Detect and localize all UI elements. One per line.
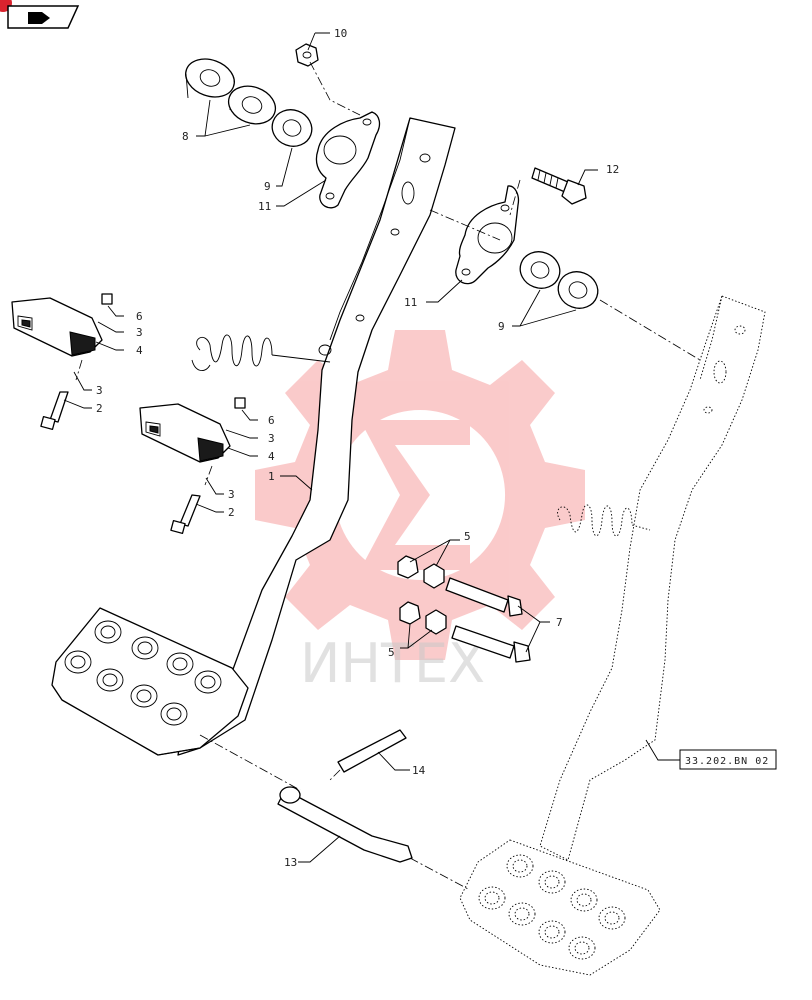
callout-6a: 6 bbox=[136, 310, 143, 323]
pad-hole-ghost bbox=[570, 888, 598, 912]
leader-lines bbox=[63, 32, 680, 863]
pad-hole-ghost bbox=[568, 936, 596, 960]
pad-hole-ghost-inner bbox=[544, 875, 560, 889]
callout-3b: 3 bbox=[96, 384, 103, 397]
pad-hole-ghost-inner bbox=[604, 911, 620, 925]
shaft-13 bbox=[277, 786, 413, 863]
callout-1: 1 bbox=[268, 470, 275, 483]
bracket-11a bbox=[315, 111, 381, 209]
pad-hole-ghost-inner bbox=[544, 925, 560, 939]
switch-upper bbox=[11, 297, 103, 357]
callout-11b: 11 bbox=[404, 296, 417, 309]
book-icon[interactable] bbox=[0, 0, 80, 29]
pad-hole-ghost bbox=[598, 906, 626, 930]
callout-4b: 4 bbox=[268, 450, 275, 463]
pad-hole bbox=[166, 652, 194, 676]
washer-9c bbox=[557, 271, 599, 309]
pad-hole-inner bbox=[102, 673, 118, 687]
callout-3d: 3 bbox=[228, 488, 235, 501]
reference-box[interactable]: 33.202.BN 02 bbox=[679, 749, 777, 770]
bracket-11b bbox=[455, 185, 520, 285]
bolt-7b bbox=[451, 625, 531, 663]
pad-hole bbox=[96, 668, 124, 692]
pad-hole-ghost-inner bbox=[576, 893, 592, 907]
watermark-gear-logo bbox=[255, 330, 585, 660]
pad-hole-ghost bbox=[508, 902, 536, 926]
callout-8: 8 bbox=[182, 130, 189, 143]
callout-10: 10 bbox=[334, 27, 347, 40]
callout-4a: 4 bbox=[136, 344, 143, 357]
callout-2a: 2 bbox=[96, 402, 103, 415]
pad-hole-inner bbox=[200, 675, 216, 689]
callout-9a: 9 bbox=[264, 180, 271, 193]
pad-hole-inner bbox=[136, 689, 152, 703]
pad-hole-ghost-inner bbox=[484, 891, 500, 905]
pad-hole bbox=[94, 620, 122, 644]
callout-14: 14 bbox=[412, 764, 426, 777]
pad-hole-ghost bbox=[506, 854, 534, 878]
switch-lower bbox=[139, 403, 231, 463]
pad-hole-inner bbox=[100, 625, 116, 639]
pad-hole bbox=[131, 636, 159, 660]
pad-hole-ghost bbox=[538, 870, 566, 894]
nut-6-upper bbox=[101, 293, 113, 305]
washer-9b bbox=[519, 251, 561, 289]
pad-hole-inner bbox=[70, 655, 86, 669]
pad-hole-ghost-inner bbox=[514, 907, 530, 921]
nut-5c bbox=[399, 601, 421, 625]
nut-6-lower bbox=[234, 397, 246, 409]
callout-labels: 10 8 9 11 12 11 9 6 3 4 3 2 6 3 4 3 2 1 … bbox=[96, 27, 619, 869]
callout-5b: 5 bbox=[388, 646, 395, 659]
callout-6b: 6 bbox=[268, 414, 275, 427]
pedal-arm-main bbox=[177, 117, 456, 756]
nut-5b bbox=[423, 563, 445, 589]
callout-5a: 5 bbox=[464, 530, 471, 543]
callout-7: 7 bbox=[556, 616, 563, 629]
pad-hole-inner bbox=[166, 707, 182, 721]
pad-hole-ghost-inner bbox=[512, 859, 528, 873]
pad-hole-ghost-inner bbox=[574, 941, 590, 955]
callout-11a: 11 bbox=[258, 200, 271, 213]
callout-3a: 3 bbox=[136, 326, 143, 339]
reference-label[interactable]: 33.202.BN 02 bbox=[685, 756, 769, 767]
nut-5d bbox=[425, 609, 447, 635]
return-spring-solid bbox=[191, 334, 331, 371]
callout-2b: 2 bbox=[228, 506, 235, 519]
pad-hole bbox=[160, 702, 188, 726]
pad-hole-inner bbox=[137, 641, 153, 655]
pedal-arm-ghost bbox=[539, 295, 766, 861]
washer-9a bbox=[271, 109, 313, 147]
callout-13: 13 bbox=[284, 856, 297, 869]
pad-main-holes bbox=[64, 620, 222, 726]
nut-10 bbox=[295, 43, 319, 67]
pad-hole-inner bbox=[172, 657, 188, 671]
bolt-7a bbox=[445, 577, 523, 617]
bolt-12 bbox=[531, 167, 587, 205]
pad-hole bbox=[194, 670, 222, 694]
assembly-centerlines bbox=[75, 61, 701, 891]
pad-hole-ghost bbox=[538, 920, 566, 944]
bolt-2-upper bbox=[40, 391, 69, 431]
pad-hole-ghost bbox=[478, 886, 506, 910]
pad-hole bbox=[64, 650, 92, 674]
callout-3c: 3 bbox=[268, 432, 275, 445]
callout-12: 12 bbox=[606, 163, 619, 176]
pedal-pad-main bbox=[51, 607, 249, 756]
pad-ghost-holes bbox=[478, 854, 626, 960]
watermark-text: ИНТЕХ bbox=[300, 632, 485, 695]
pad-hole bbox=[130, 684, 158, 708]
bolt-2-lower bbox=[170, 494, 201, 535]
bushing-8b bbox=[227, 85, 277, 125]
callout-9b: 9 bbox=[498, 320, 505, 333]
pin-14 bbox=[337, 729, 407, 773]
nut-5a bbox=[397, 555, 419, 579]
pedal-pad-ghost bbox=[459, 839, 661, 976]
